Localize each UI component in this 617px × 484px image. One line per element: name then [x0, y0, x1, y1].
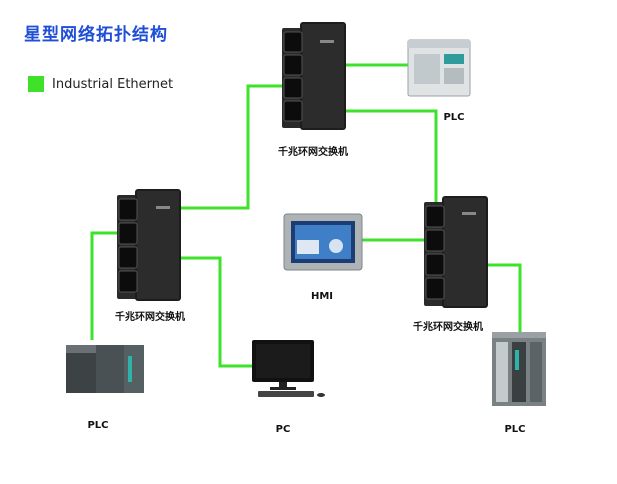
switch-left-label: 千兆环网交换机 — [115, 312, 185, 323]
switch-top — [282, 22, 346, 130]
switch-right — [424, 196, 488, 308]
pc-label: PC — [275, 424, 291, 435]
plc-left — [66, 345, 144, 393]
switch-left — [117, 189, 181, 301]
switch-top-label: 千兆环网交换机 — [278, 147, 348, 158]
legend-swatch — [28, 76, 44, 92]
legend-label: Industrial Ethernet — [52, 76, 174, 92]
plc-left-label: PLC — [87, 420, 109, 431]
diagram-title: 星型网络拓扑结构 — [24, 25, 168, 45]
link-switch-top-switch-left — [150, 84, 300, 210]
plc-right — [492, 332, 546, 406]
hmi-panel — [283, 213, 363, 271]
pc-computer — [252, 340, 325, 397]
switch-right-label: 千兆环网交换机 — [413, 322, 483, 333]
plc-top-label: PLC — [443, 112, 465, 123]
plc-right-label: PLC — [504, 424, 526, 435]
plc-top — [407, 39, 471, 97]
legend: Industrial Ethernet — [28, 74, 173, 94]
hmi-label: HMI — [310, 291, 334, 302]
link-switch-left-plc-left — [90, 231, 128, 340]
